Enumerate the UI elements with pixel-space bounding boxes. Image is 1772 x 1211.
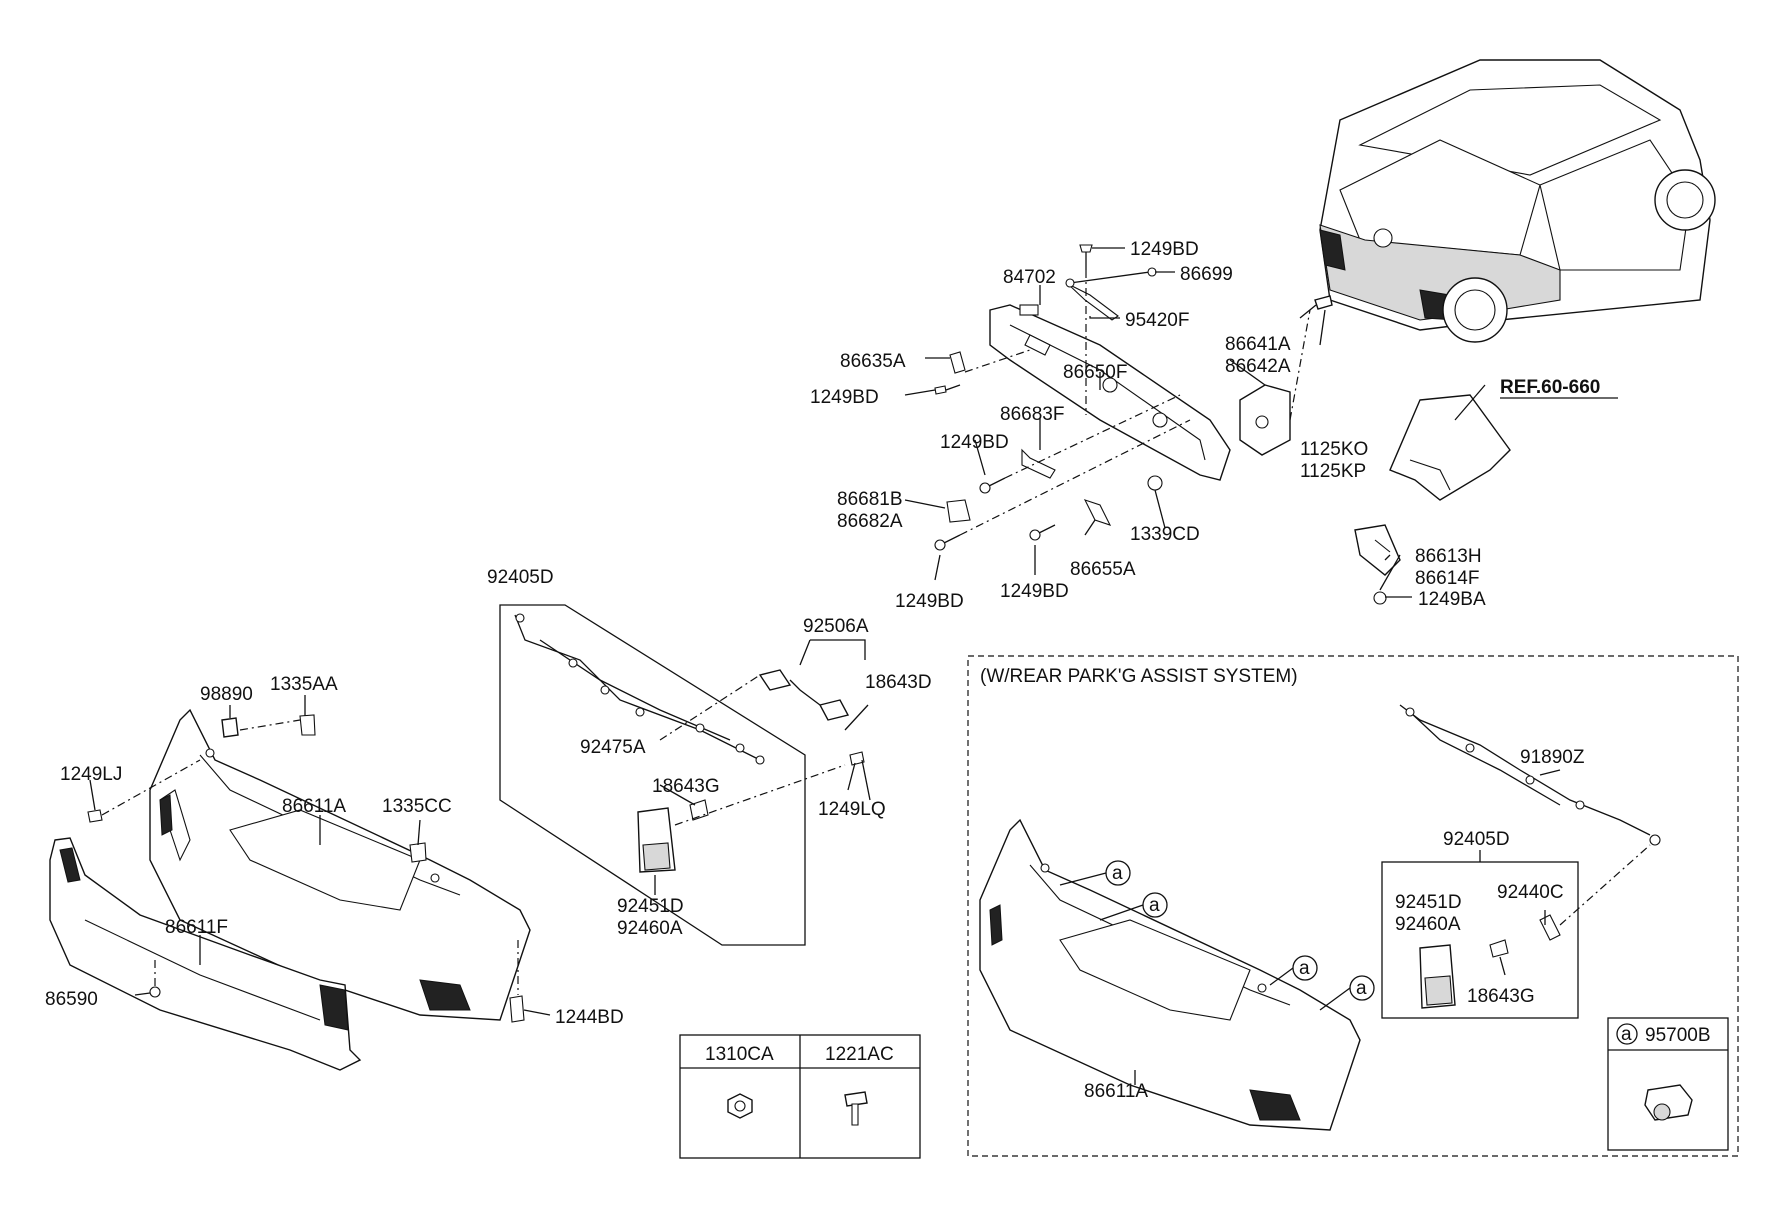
assist-title: (W/REAR PARK'G ASSIST SYSTEM) — [980, 666, 1298, 687]
label-86681B: 86681B — [837, 489, 903, 510]
callout-a-3: a — [1299, 958, 1310, 979]
label-1249LQ: 1249LQ — [818, 799, 886, 820]
label-86611A-main: 86611A — [282, 796, 346, 817]
label-86699: 86699 — [1180, 264, 1233, 285]
wiring-harness-box — [499, 604, 871, 946]
label-92405D-assist: 92405D — [1443, 829, 1510, 850]
label-1249BD-mid: 1249BD — [940, 432, 1009, 453]
car-illustration — [1319, 59, 1716, 343]
label-86611A-assist: 86611A — [1084, 1081, 1148, 1102]
label-18643G-assist: 18643G — [1467, 986, 1535, 1007]
label-92405D-main: 92405D — [487, 567, 554, 588]
label-91890Z: 91890Z — [1520, 747, 1585, 768]
label-86641A: 86641A — [1225, 334, 1291, 355]
label-95700B: 95700B — [1645, 1025, 1711, 1046]
label-92460A-assist: 92460A — [1395, 914, 1461, 935]
label-92475A: 92475A — [580, 737, 646, 758]
label-1244BD: 1244BD — [555, 1007, 624, 1028]
hardware-table — [679, 1034, 921, 1159]
label-86635A: 86635A — [840, 351, 906, 372]
label-1335AA: 1335AA — [270, 674, 338, 695]
part-labels: 1249BD 86699 84702 95420F 86641A 86642A … — [45, 239, 1711, 1102]
callout-a-4: a — [1356, 978, 1367, 999]
label-92440C: 92440C — [1497, 882, 1564, 903]
label-1310CA: 1310CA — [705, 1044, 774, 1065]
label-86611F: 86611F — [165, 917, 228, 938]
label-1249BD-b2: 1249BD — [1000, 581, 1069, 602]
label-86655A: 86655A — [1070, 559, 1136, 580]
label-1249BD-b1: 1249BD — [895, 591, 964, 612]
label-84702: 84702 — [1003, 267, 1056, 288]
bumper-beam-assembly — [934, 244, 1333, 551]
label-1249BD-left: 1249BD — [810, 387, 879, 408]
legend-a: a — [1621, 1024, 1632, 1045]
rear-bumper-main — [87, 695, 551, 1023]
label-86682A: 86682A — [837, 511, 903, 532]
label-18643D: 18643D — [865, 672, 932, 693]
label-86642A: 86642A — [1225, 356, 1291, 377]
callout-a-1: a — [1112, 863, 1123, 884]
label-1249BD-top: 1249BD — [1130, 239, 1199, 260]
label-92451D-assist: 92451D — [1395, 892, 1462, 913]
label-92506A: 92506A — [803, 616, 869, 637]
upper-leaders — [904, 247, 1391, 581]
label-1339CD: 1339CD — [1130, 524, 1200, 545]
label-86650F: 86650F — [1063, 362, 1127, 383]
label-98890: 98890 — [200, 684, 253, 705]
lower-garnish — [49, 837, 362, 1071]
label-86683F: 86683F — [1000, 404, 1064, 425]
side-bracket-ref — [1354, 384, 1511, 605]
label-ref: REF.60-660 — [1500, 377, 1600, 398]
label-86590: 86590 — [45, 989, 98, 1010]
label-18643G-main: 18643G — [652, 776, 720, 797]
park-assist-section — [967, 655, 1739, 1157]
label-92451D-main: 92451D — [617, 896, 684, 917]
label-1335CC: 1335CC — [382, 796, 452, 817]
label-86613H: 86613H — [1415, 546, 1482, 567]
label-1249BA: 1249BA — [1418, 589, 1486, 610]
label-1249LJ: 1249LJ — [60, 764, 122, 785]
label-92460A-main: 92460A — [617, 918, 683, 939]
label-95420F: 95420F — [1125, 310, 1189, 331]
label-1221AC: 1221AC — [825, 1044, 894, 1065]
callout-a-2: a — [1149, 895, 1160, 916]
label-86614F: 86614F — [1415, 568, 1479, 589]
label-1125KP: 1125KP — [1300, 461, 1366, 482]
label-1125KO: 1125KO — [1300, 439, 1368, 460]
